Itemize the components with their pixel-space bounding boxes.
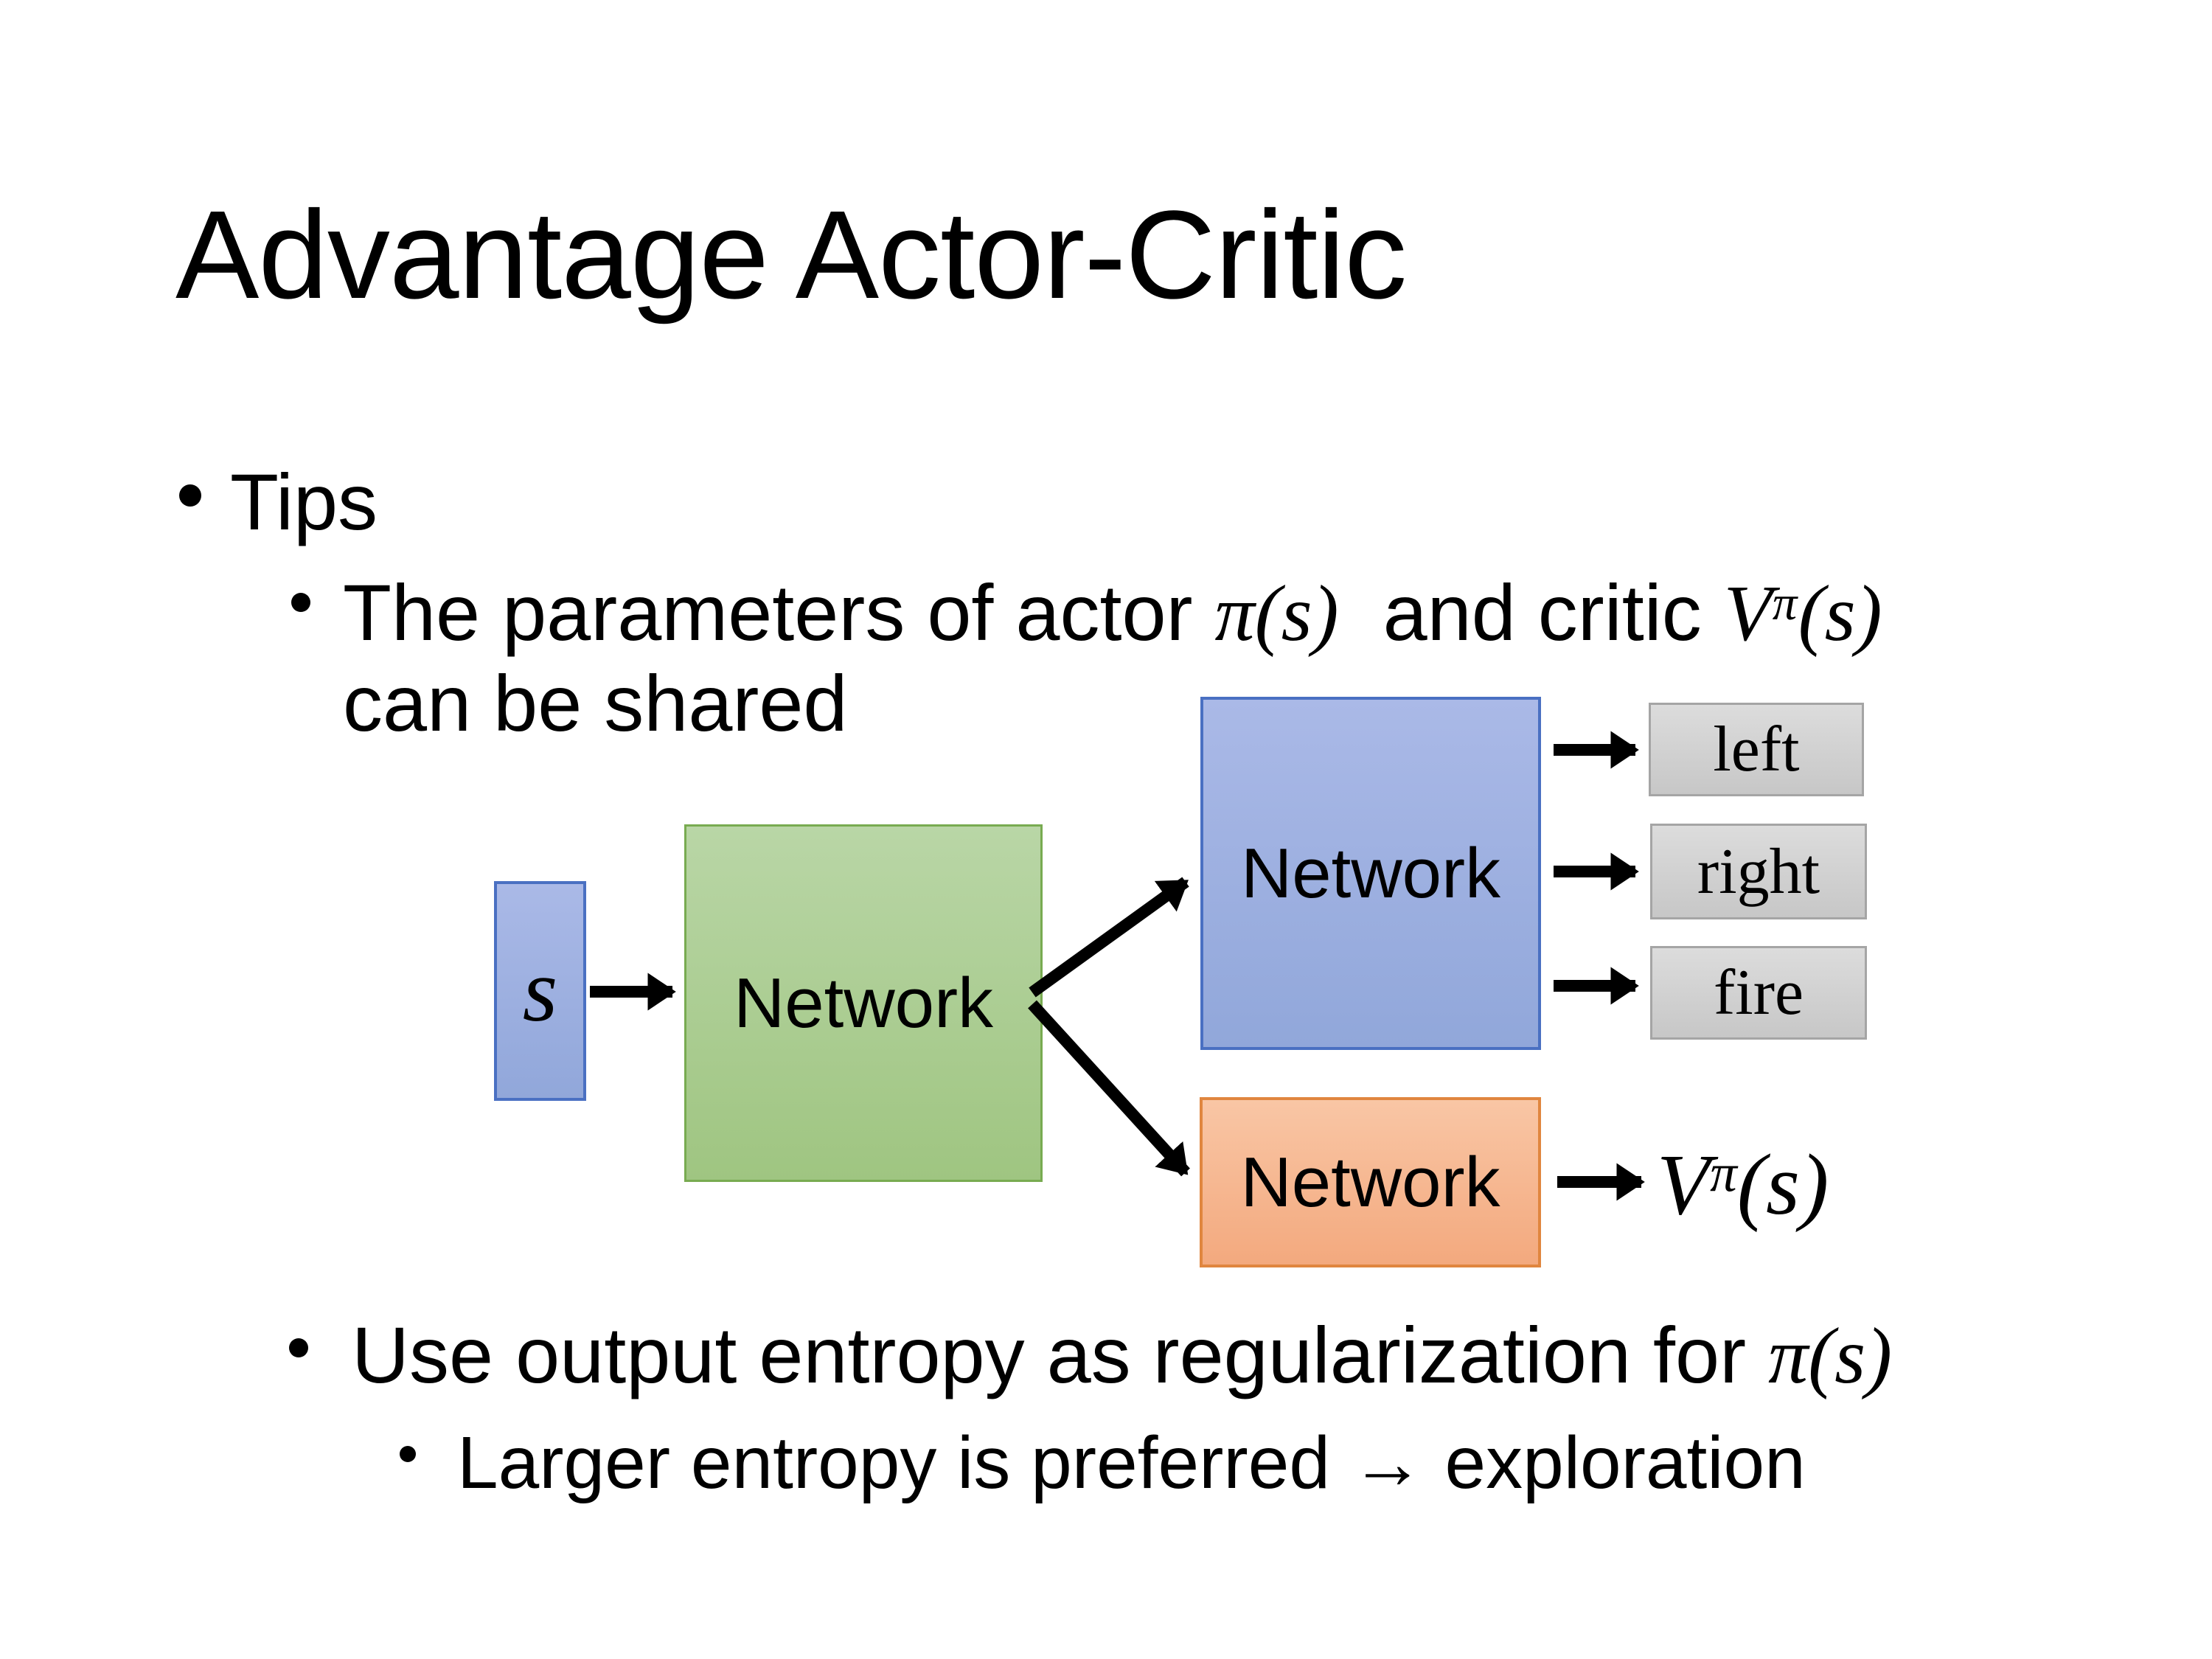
parameters-text-mid: and critic <box>1338 568 1724 657</box>
critic-network-box: Network <box>1200 1097 1541 1267</box>
critic-output-args: (s) <box>1736 1136 1829 1233</box>
math-v: V <box>1723 570 1773 658</box>
critic-output-v: V <box>1657 1136 1711 1233</box>
arrow-shared-to-critic <box>1028 1000 1190 1177</box>
math-pi-s: π(s) <box>1214 570 1339 658</box>
state-label: s <box>522 941 558 1040</box>
action-box-left: left <box>1649 703 1864 796</box>
bullet-parameters-line1: The parameters of actor π(s) and critic … <box>343 571 1882 655</box>
critic-network-label: Network <box>1240 1142 1500 1222</box>
bullet-exploration: Larger entropy is preferred → exploratio… <box>457 1422 1806 1504</box>
state-box: s <box>494 881 586 1101</box>
bullet-dot-level2-parameters <box>291 593 310 612</box>
actor-network-box: Network <box>1200 697 1541 1050</box>
math-v-pi-s: Vπ(s) <box>1724 570 1882 658</box>
math-v-args: (s) <box>1798 570 1882 658</box>
bullet-tips: Tips <box>230 457 378 546</box>
shared-network-box: Network <box>684 824 1043 1182</box>
math-entropy-pi-s: π(s) <box>1768 1312 1893 1400</box>
bullet-dot-level1 <box>179 484 201 507</box>
bullet-dot-level2-entropy <box>289 1338 308 1357</box>
critic-output-label: Vπ(s) <box>1657 1141 1829 1228</box>
shared-network-label: Network <box>733 963 994 1043</box>
critic-output-sup-pi: π <box>1710 1143 1737 1203</box>
action-label-right: right <box>1697 835 1820 908</box>
arrow-shared-to-actor <box>1029 877 1189 998</box>
bullet-entropy: Use output entropy as regularization for… <box>352 1313 1892 1398</box>
actor-network-label: Network <box>1240 833 1501 913</box>
bullet-dot-level3-exploration <box>400 1446 416 1462</box>
bullet-parameters-line2: can be shared <box>343 658 848 748</box>
entropy-text-prefix: Use output entropy as regularization for <box>352 1310 1769 1399</box>
math-v-sup-pi: π <box>1772 575 1798 630</box>
action-label-left: left <box>1713 714 1800 785</box>
action-label-fire: fire <box>1713 957 1804 1029</box>
page-title: Advantage Actor-Critic <box>175 185 1407 325</box>
parameters-text-prefix: The parameters of actor <box>343 568 1215 657</box>
action-box-fire: fire <box>1650 946 1867 1040</box>
action-box-right: right <box>1650 824 1867 919</box>
